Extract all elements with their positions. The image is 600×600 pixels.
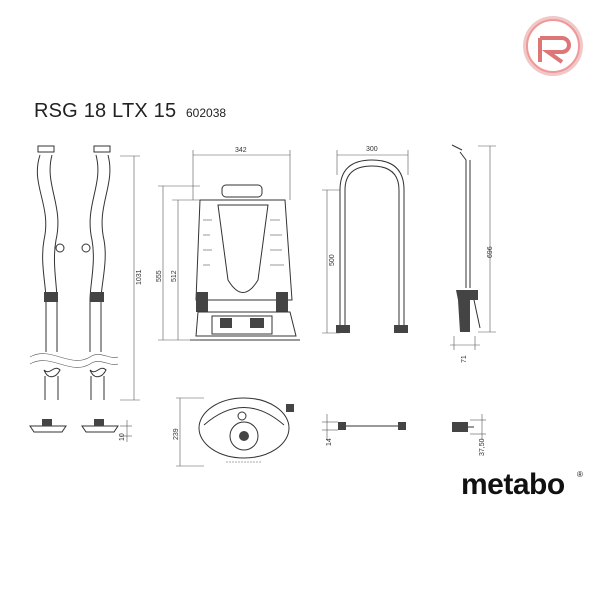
registered-mark: ®: [577, 470, 583, 479]
dim-nozzle-tip: 37,50: [479, 438, 486, 456]
break-line: [29, 353, 119, 361]
dim-nozzle-length: 696: [487, 246, 494, 258]
tank-top-view: 239: [173, 397, 294, 467]
circle-r-logo-icon: [523, 16, 583, 76]
harness-strap-left: [36, 145, 65, 400]
dim-bow-diameter: 14: [326, 438, 333, 446]
dim-bow-width: 300: [366, 146, 378, 153]
nozzle-top-view: 37,50: [452, 414, 486, 456]
break-line: [29, 360, 119, 368]
dim-harness-foot: 10: [119, 433, 126, 441]
dim-nozzle-handle: 71: [461, 355, 468, 363]
metabo-logo: metabo: [461, 468, 565, 501]
dim-tank-height-body: 512: [171, 270, 178, 282]
spray-nozzle-lance: 696 71: [450, 144, 496, 363]
dim-harness-height: 1031: [136, 269, 143, 285]
dim-tank-width: 342: [235, 147, 247, 154]
spray-bow-front: 300 500: [322, 146, 409, 334]
harness-foot-left: [29, 419, 67, 433]
harness-strap-right: [81, 145, 111, 400]
part-number: 602038: [186, 106, 227, 120]
dim-tank-depth: 239: [173, 428, 180, 440]
dim-bow-height: 500: [329, 254, 336, 266]
dim-tank-height-total: 555: [156, 270, 163, 282]
tank-front-view: 342 555 512: [156, 147, 300, 341]
model-title: RSG 18 LTX 15: [34, 100, 177, 122]
spray-bow-side: 14: [322, 414, 406, 446]
harness-foot-right: [81, 419, 119, 433]
